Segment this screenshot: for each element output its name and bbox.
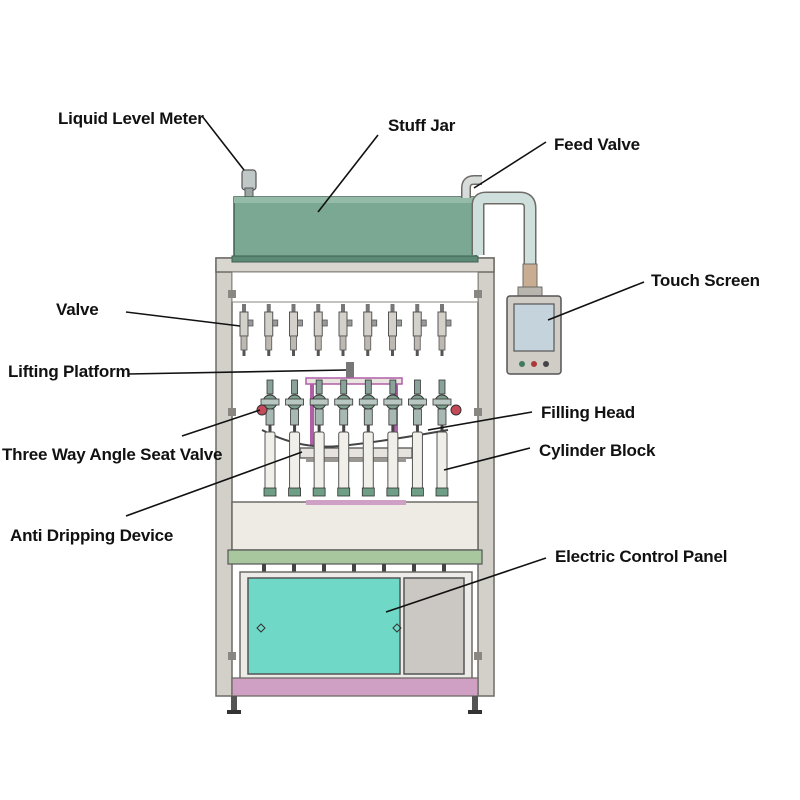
leader-lines xyxy=(125,115,645,613)
label-lifting-platform: Lifting Platform xyxy=(8,362,130,381)
label-stuff-jar: Stuff Jar xyxy=(388,116,456,135)
label-electric-control-panel: Electric Control Panel xyxy=(555,547,727,566)
leader-electric-control-panel xyxy=(385,557,547,613)
valve-row xyxy=(239,304,452,356)
cylinder-block xyxy=(411,431,424,497)
cylinder-block xyxy=(361,431,375,497)
filling-head xyxy=(383,379,403,435)
filling-head xyxy=(309,379,329,435)
valve xyxy=(363,304,378,356)
label-liquid-level-meter: Liquid Level Meter xyxy=(58,109,204,128)
filling-head xyxy=(358,379,378,435)
cylinder-block-row xyxy=(263,431,449,497)
machine-frame xyxy=(215,257,495,697)
label-cylinder-block: Cylinder Block xyxy=(539,441,656,460)
cylinder-block xyxy=(386,431,400,497)
leader-three-way-angle-seat-valve xyxy=(181,409,261,437)
cylinder-block xyxy=(288,431,301,497)
leader-valve xyxy=(125,311,241,327)
label-touch-screen: Touch Screen xyxy=(651,271,760,290)
work-table xyxy=(227,500,483,572)
filling-head xyxy=(285,379,304,435)
three-way-angle-seat-valve xyxy=(256,404,268,416)
label-filling-head: Filling Head xyxy=(541,403,635,422)
filling-head xyxy=(432,379,452,435)
three-way-angle-seat-valve xyxy=(450,404,462,416)
valve xyxy=(289,304,303,356)
feed-pipe xyxy=(461,175,543,298)
filling-head xyxy=(408,379,427,435)
leader-touch-screen xyxy=(547,281,645,321)
valve xyxy=(388,304,402,356)
machine-base xyxy=(227,677,482,714)
leader-cylinder-block xyxy=(443,447,531,471)
frame-top-rail xyxy=(231,271,479,303)
cylinder-block xyxy=(435,431,449,497)
label-anti-dripping-device: Anti Dripping Device xyxy=(10,526,173,545)
leader-liquid-level-meter xyxy=(201,115,245,171)
leader-lifting-platform xyxy=(127,369,347,375)
filling-head-row xyxy=(256,379,462,435)
valve xyxy=(338,304,353,356)
cylinder-block xyxy=(312,431,326,497)
valve xyxy=(313,304,328,356)
electric-control-panel-part xyxy=(239,571,473,683)
filling-head xyxy=(260,379,280,435)
valve xyxy=(437,304,452,356)
label-valve: Valve xyxy=(56,300,99,319)
frame-bolts xyxy=(228,290,482,660)
label-three-way-angle-seat-valve: Three Way Angle Seat Valve xyxy=(2,445,222,464)
liquid-level-meter-part xyxy=(241,169,257,199)
valve xyxy=(264,304,279,356)
stuff-jar-part xyxy=(231,196,479,263)
label-feed-valve: Feed Valve xyxy=(554,135,640,154)
leader-stuff-jar xyxy=(317,134,379,213)
labels: Liquid Level Meter Stuff Jar Feed Valve … xyxy=(2,109,760,566)
filling-head xyxy=(334,379,354,435)
right-frame-post xyxy=(477,257,495,697)
leader-filling-head xyxy=(427,411,533,431)
leader-feed-valve xyxy=(473,141,547,189)
touch-screen-part xyxy=(506,295,562,375)
valve xyxy=(239,304,254,356)
cylinder-block xyxy=(337,431,351,497)
leader-anti-dripping-device xyxy=(125,451,303,517)
valve xyxy=(412,304,427,356)
